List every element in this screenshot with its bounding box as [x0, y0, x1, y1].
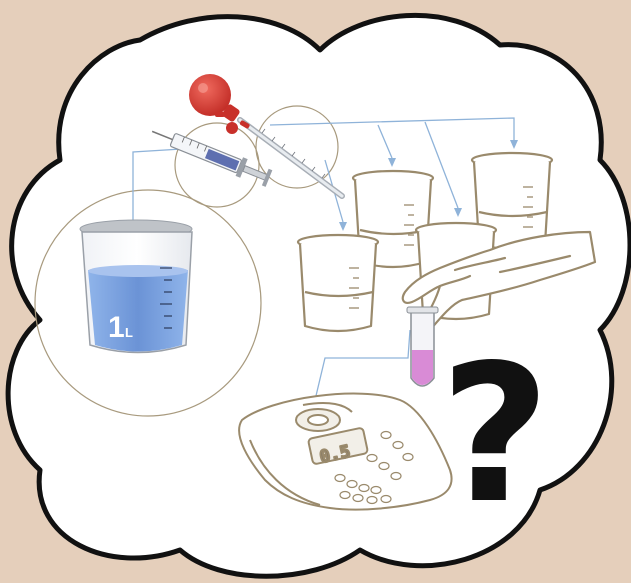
beaker-volume-unit: L	[125, 325, 133, 340]
test-tube-icon	[407, 307, 438, 386]
small-beaker-icon	[298, 235, 378, 331]
beaker-volume-number: 1	[108, 311, 125, 344]
beaker-icon: 1 L	[80, 220, 192, 353]
question-mark-icon: ?	[440, 324, 550, 545]
